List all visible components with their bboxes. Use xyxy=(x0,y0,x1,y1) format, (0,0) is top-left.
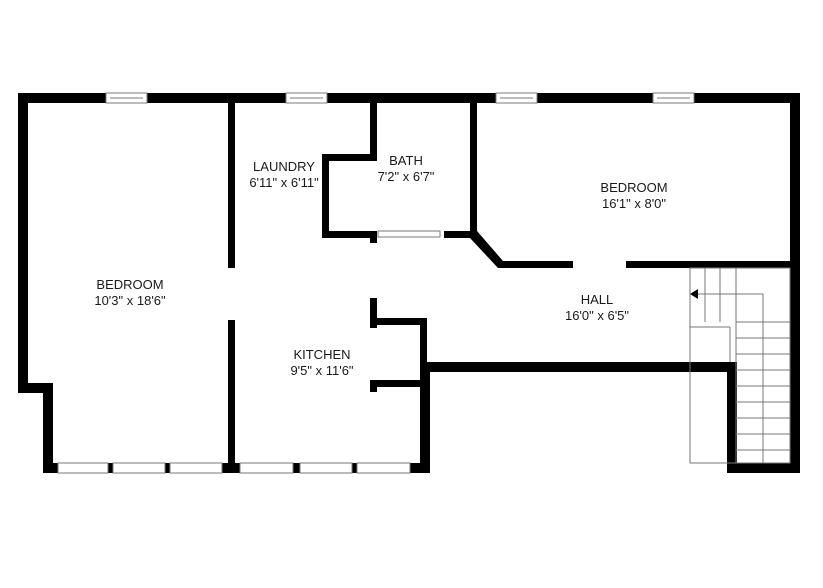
room-label-bath: BATH 7'2" x 6'7" xyxy=(378,153,435,185)
room-dimensions: 16'0" x 6'5" xyxy=(564,308,630,323)
room-name: HALL xyxy=(580,292,614,307)
room-dimensions: 6'11" x 6'11" xyxy=(249,175,319,190)
room-label-hall: HALL 16'0" x 6'5" xyxy=(565,292,629,324)
room-name: BEDROOM xyxy=(600,180,668,195)
room-label-bedroom-east: BEDROOM 16'1" x 8'0" xyxy=(600,180,667,212)
room-dimensions: 9'5" x 11'6" xyxy=(290,363,354,378)
room-label-kitchen: KITCHEN 9'5" x 11'6" xyxy=(290,347,353,379)
room-dimensions: 7'2" x 6'7" xyxy=(377,169,435,184)
room-name: KITCHEN xyxy=(293,347,351,362)
room-name: BATH xyxy=(389,153,423,168)
walls xyxy=(18,93,800,473)
stairs xyxy=(689,267,791,464)
room-label-laundry: LAUNDRY 6'11" x 6'11" xyxy=(249,159,318,191)
room-label-bedroom-west: BEDROOM 10'3" x 18'6" xyxy=(94,277,165,309)
room-dimensions: 10'3" x 18'6" xyxy=(94,293,166,308)
room-name: BEDROOM xyxy=(96,277,164,292)
room-dimensions: 16'1" x 8'0" xyxy=(601,196,667,211)
stair-arrow-icon xyxy=(690,289,698,299)
room-name: LAUNDRY xyxy=(253,159,315,174)
windows xyxy=(57,92,695,474)
